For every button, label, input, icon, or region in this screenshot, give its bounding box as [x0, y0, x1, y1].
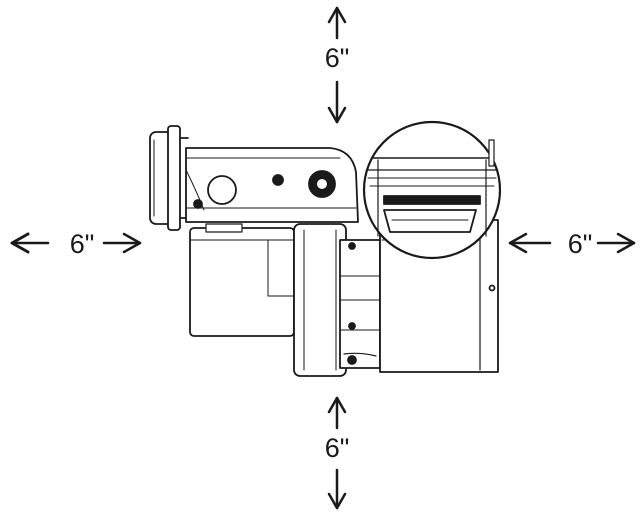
left-clearance: 6" [10, 229, 142, 259]
bottom-clearance-label: 6" [325, 433, 350, 463]
bottom-arrow-down-icon [327, 468, 347, 510]
detail-magnifier-circle [362, 120, 502, 260]
motor [189, 223, 295, 337]
left-arrow-right-icon [102, 232, 142, 254]
burner-unit [149, 120, 502, 377]
bottom-arrow-up-icon [327, 396, 347, 430]
top-arrow-down-icon [327, 80, 347, 124]
top-clearance-label: 6" [325, 43, 350, 73]
right-clearance: 6" [508, 229, 636, 259]
right-arrow-left-icon [508, 232, 552, 254]
bottom-clearance: 6" [325, 396, 350, 510]
top-rod [488, 139, 495, 167]
left-arrow-left-icon [10, 232, 50, 254]
burner-end-flange [149, 125, 189, 231]
left-clearance-label: 6" [70, 229, 95, 259]
top-clearance: 6" [325, 6, 350, 124]
right-clearance-label: 6" [568, 229, 593, 259]
upper-housing [185, 147, 359, 223]
blower-housing [293, 223, 381, 377]
right-arrow-right-icon [596, 232, 636, 254]
top-arrow-up-icon [327, 6, 347, 40]
